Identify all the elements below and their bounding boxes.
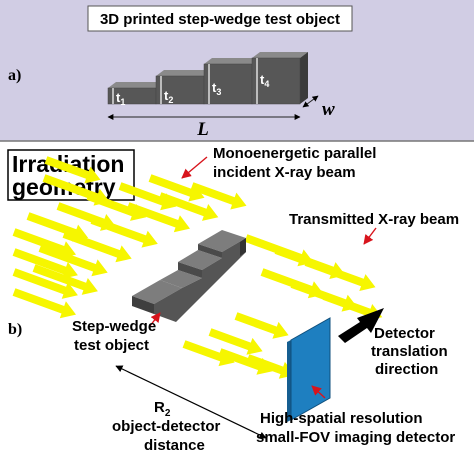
length-label: L (196, 119, 209, 140)
incident-beam-pointer (181, 156, 208, 179)
width-dimension-arrow (302, 95, 319, 108)
beam-arrow (12, 248, 78, 279)
panel-a: 3D printed step-wedge test object a) t1 … (0, 0, 474, 142)
translation-label-line1: Detector (374, 325, 435, 342)
beam-arrow (126, 202, 190, 233)
beam-arrow (322, 292, 383, 321)
beam-arrow (208, 328, 263, 355)
object-pointer (149, 312, 161, 327)
panel-a-title-box (87, 5, 353, 32)
transmitted-beam-pointer (363, 227, 377, 245)
width-label: w (322, 99, 335, 120)
beam-arrow (148, 174, 205, 202)
object-label-line2: test object (74, 337, 149, 354)
translation-label-line2: translation (371, 343, 448, 360)
beam-arrow (32, 264, 98, 295)
beam-arrow (90, 216, 158, 248)
step-wedge-object-a: t1 t2 t3 t4 (107, 52, 308, 107)
beam-arrow (42, 174, 110, 206)
beam-arrow (182, 340, 235, 367)
beam-arrow (190, 182, 247, 210)
object-label-line1: Step-wedge (72, 318, 156, 335)
beam-arrow (118, 182, 177, 211)
thickness-label-t2: t2 (164, 88, 173, 105)
distance-arrow (115, 365, 267, 439)
detector-label-line2: small-FOV imaging detector (256, 429, 455, 446)
beam-arrow (12, 228, 77, 259)
translation-arrow (338, 308, 384, 343)
imaging-detector (287, 317, 331, 422)
step-wedge-object-b (132, 230, 246, 322)
beam-field (12, 156, 383, 379)
beam-arrow (38, 244, 108, 277)
beam-arrow (12, 268, 78, 299)
incident-beam-label-line2: incident X-ray beam (213, 164, 356, 181)
beam-arrow (234, 312, 289, 339)
beam-arrow (246, 354, 295, 379)
beam-arrow (304, 258, 376, 291)
distance-label-line1: object-detector (112, 418, 221, 435)
panel-a-title: 3D printed step-wedge test object (100, 11, 340, 28)
translation-label-line3: direction (375, 361, 438, 378)
detector-pointer (311, 385, 326, 399)
panel-b-letter: b) (8, 321, 22, 338)
detector-label-line1: High-spatial resolution (260, 410, 423, 427)
thickness-label-t3: t3 (212, 80, 221, 97)
panel-b: Irradiation geometry b) (7, 145, 459, 454)
thickness-label-t4: t4 (260, 72, 269, 89)
thickness-label-t1: t1 (116, 90, 125, 107)
beam-arrow (44, 156, 101, 184)
distance-label-line2: distance (144, 437, 205, 454)
transmitted-beam-label: Transmitted X-ray beam (289, 211, 459, 228)
beam-arrow (158, 192, 219, 221)
panel-a-letter: a) (8, 67, 21, 84)
distance-symbol: R2 (154, 399, 171, 419)
beam-arrow (12, 288, 77, 319)
beam-arrow (62, 230, 132, 263)
incident-beam-label-line1: Monoenergetic parallel (213, 145, 376, 162)
